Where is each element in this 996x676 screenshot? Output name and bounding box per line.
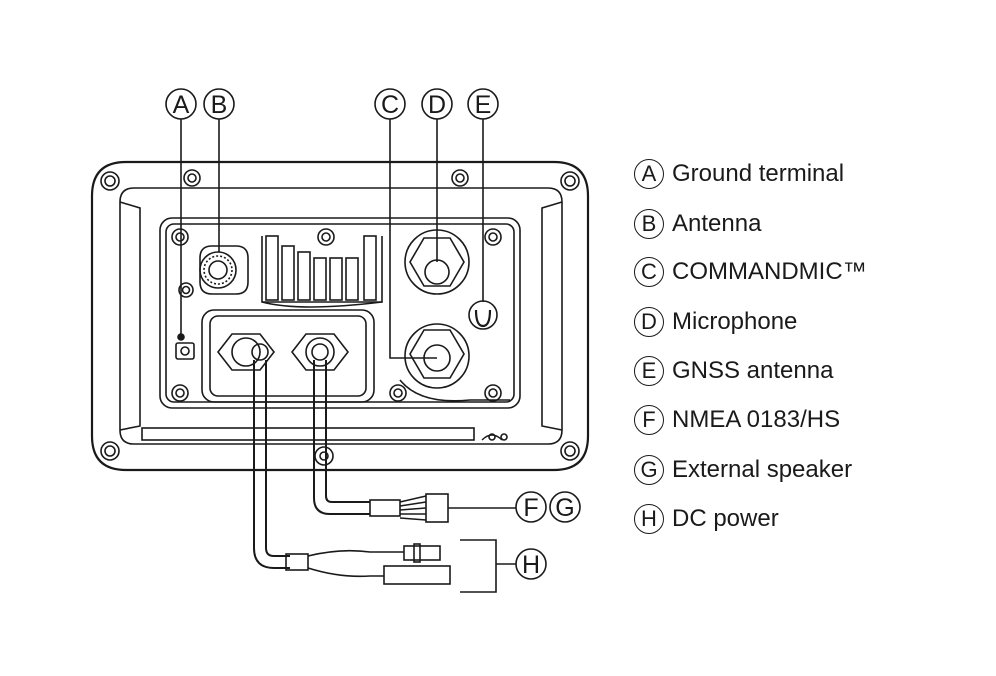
rear-panel — [159, 217, 521, 409]
legend-letter: F — [634, 405, 664, 435]
power-cable — [253, 360, 516, 593]
housing-screw — [451, 169, 469, 187]
callout-c: C — [374, 88, 406, 120]
legend-label: Antenna — [672, 210, 762, 237]
panel-screw — [178, 282, 194, 298]
legend-label: External speaker — [672, 456, 853, 483]
callout-g: G — [549, 491, 581, 523]
panel-screw — [171, 384, 189, 402]
housing-screw — [560, 441, 580, 461]
svg-text:B: B — [211, 91, 228, 119]
legend-letter: C — [634, 257, 664, 287]
callout-e: E — [467, 88, 499, 120]
housing-screw — [560, 171, 580, 191]
panel-screw — [171, 228, 189, 246]
legend-label: NMEA 0183/HS — [672, 406, 841, 433]
panel-screw — [484, 228, 502, 246]
ground-terminal — [175, 342, 195, 360]
housing-screw — [100, 441, 120, 461]
legend-letter: E — [634, 356, 664, 386]
legend-item-h: H DC power — [634, 501, 779, 537]
cable-gland-plate — [201, 309, 375, 403]
legend-letter: G — [634, 455, 664, 485]
legend-item-b: B Antenna — [634, 206, 761, 242]
panel-screw — [317, 228, 335, 246]
svg-text:D: D — [428, 91, 446, 119]
housing-screw — [314, 446, 334, 466]
bottom-strip — [141, 427, 475, 441]
callout-b: B — [203, 88, 235, 120]
legend-item-g: G External speaker — [634, 452, 852, 488]
cable-gland-right — [290, 333, 350, 371]
legend-item-e: E GNSS antenna — [634, 353, 833, 389]
gnss-connector — [468, 300, 498, 330]
svg-text:E: E — [475, 91, 492, 119]
bezel-chamfer — [541, 201, 563, 431]
svg-text:A: A — [173, 91, 190, 119]
housing-inner-bezel — [119, 187, 563, 445]
legend-label: COMMANDMIC™ — [672, 258, 867, 285]
legend-label: GNSS antenna — [672, 357, 834, 384]
legend-item-c: C COMMANDMIC™ — [634, 254, 867, 290]
callout-f: F — [515, 491, 547, 523]
legend-letter: A — [634, 159, 664, 189]
callout-d: D — [421, 88, 453, 120]
outer-housing — [90, 160, 590, 472]
legend-label: DC power — [672, 505, 779, 532]
panel-screw — [389, 384, 407, 402]
leader-line-c — [389, 119, 437, 359]
svg-text:F: F — [523, 494, 538, 522]
legend-item-d: D Microphone — [634, 304, 797, 340]
svg-text:G: G — [555, 494, 574, 522]
commandmic-connector-hex — [409, 329, 465, 379]
callout-h: H — [515, 548, 547, 580]
legend-letter: B — [634, 209, 664, 239]
legend-item-a: A Ground terminal — [634, 156, 844, 192]
microphone-connector — [424, 259, 450, 285]
antenna-connector-flange — [199, 245, 249, 295]
microphone-connector-hex — [409, 237, 465, 287]
svg-text:C: C — [381, 91, 399, 119]
legend-item-f: F NMEA 0183/HS — [634, 402, 840, 438]
callout-a: A — [165, 88, 197, 120]
heat-sink — [261, 235, 383, 308]
legend-letter: D — [634, 307, 664, 337]
legend-label: Microphone — [672, 308, 798, 335]
nmea-speaker-cable — [313, 360, 516, 523]
svg-text:H: H — [522, 551, 540, 579]
panel-screw — [484, 384, 502, 402]
antenna-connector — [199, 251, 237, 289]
legend-label: Ground terminal — [672, 160, 845, 187]
legend-letter: H — [634, 504, 664, 534]
bezel-chamfer — [119, 201, 141, 431]
housing-screw — [100, 171, 120, 191]
cable-gland-left — [216, 333, 276, 371]
housing-screw — [183, 169, 201, 187]
